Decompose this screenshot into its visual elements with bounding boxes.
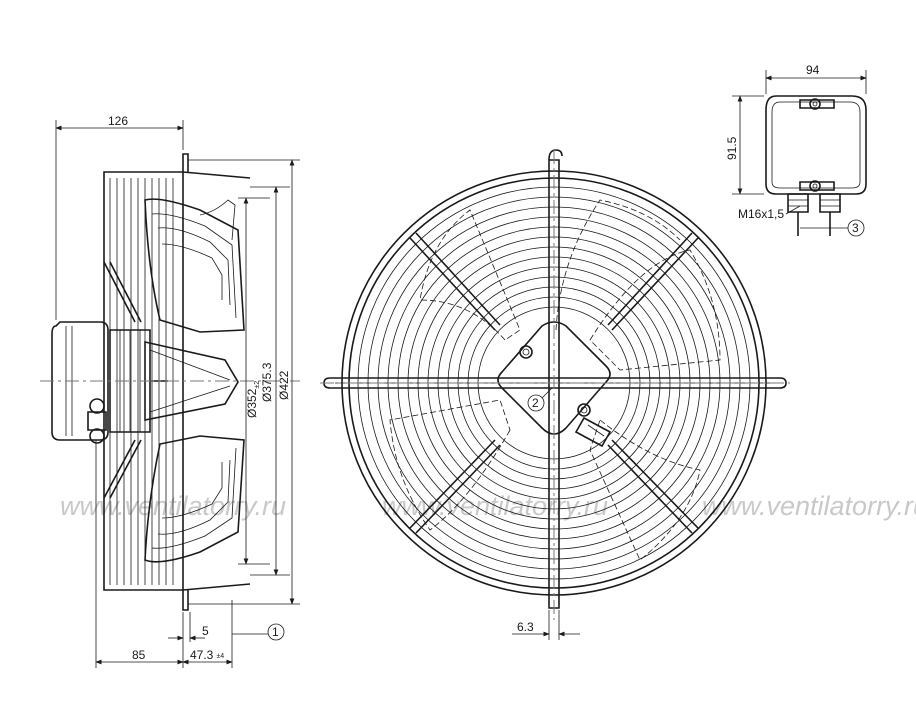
- dim-5: 5: [202, 624, 209, 638]
- side-view: 126 Ø352±2 Ø375.3 Ø422 85 5: [40, 114, 300, 668]
- side-terminal-box: [51, 321, 109, 444]
- callout-3: 3: [852, 221, 859, 235]
- watermarks: www.ventilatorry.ru www.ventilatorry.ru …: [60, 491, 916, 521]
- side-guard: [103, 153, 251, 611]
- callout-2: 2: [532, 396, 539, 410]
- watermark-2: www.ventilatorry.ru: [382, 491, 608, 521]
- front-view: 2 6.3: [320, 149, 790, 640]
- dim-352: Ø352±2: [245, 381, 261, 418]
- dim-126: 126: [108, 114, 128, 128]
- callout-1: 1: [272, 625, 279, 639]
- dim-422: Ø422: [277, 370, 291, 400]
- side-blades: [144, 198, 245, 563]
- side-dimensions: 126 Ø352±2 Ø375.3 Ø422 85 5: [55, 114, 300, 668]
- dim-375: Ø375.3: [260, 362, 274, 402]
- dim-85: 85: [132, 648, 146, 662]
- watermark-3: www.ventilatorry.ru: [702, 491, 916, 521]
- terminal-box-view: 94 91.5 M16x1,5 3: [725, 63, 867, 237]
- dim-91-5: 91.5: [725, 136, 739, 160]
- front-blades: [389, 199, 721, 561]
- thread-label: M16x1,5: [738, 207, 784, 221]
- dim-47: 47.3±4: [190, 648, 224, 662]
- dim-6-3: 6.3: [517, 620, 534, 634]
- dim-94: 94: [806, 63, 820, 77]
